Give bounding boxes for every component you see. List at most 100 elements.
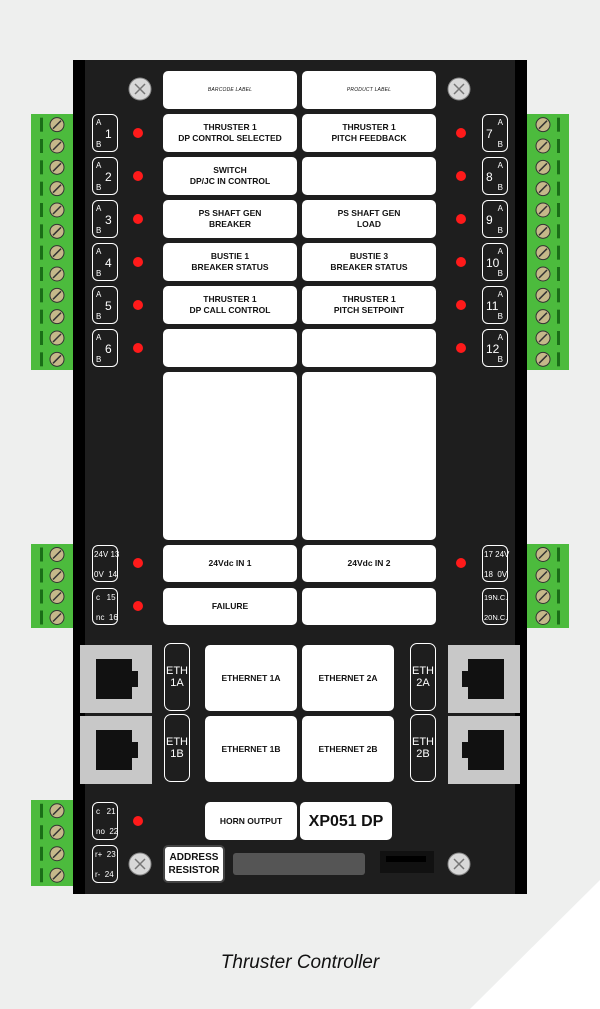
power-terminal-17: 17 24V bbox=[484, 550, 510, 559]
terminal-marker-number: 1 bbox=[105, 127, 112, 141]
ethernet-2a-label: ETHERNET 2A bbox=[302, 645, 394, 711]
terminal-marker-number: 10 bbox=[486, 256, 500, 270]
terminal-screw-slot bbox=[52, 333, 62, 343]
channel-10-led bbox=[456, 257, 466, 267]
eth-1b-tag-line1: ETH bbox=[166, 736, 188, 748]
power-in-2-label: 24Vdc IN 2 bbox=[302, 545, 436, 582]
terminal-screw-slot bbox=[538, 591, 548, 602]
power-in-1-label: 24Vdc IN 1 bbox=[163, 545, 297, 582]
terminal-marker-b: B bbox=[497, 312, 503, 321]
terminal-marker-number: 3 bbox=[105, 213, 112, 227]
terminal-screw-slot bbox=[538, 226, 548, 236]
terminal-marker-a: A bbox=[96, 161, 102, 170]
product-label-text: PRODUCT LABEL bbox=[346, 86, 392, 93]
terminal-block-left-horn-contact bbox=[40, 825, 43, 840]
channel-6-led bbox=[133, 343, 143, 353]
power-terminal-18: 18 0V bbox=[484, 570, 508, 579]
terminal-block-right-io-contact bbox=[557, 203, 560, 217]
terminal-screw-slot bbox=[52, 827, 62, 837]
terminal-block-right-io-contact bbox=[557, 117, 560, 132]
failure-terminal-16: nc 16 bbox=[96, 613, 118, 622]
power-terminal-14: 0V 14 bbox=[94, 570, 118, 579]
channel-1-led bbox=[133, 128, 143, 138]
channel-3-led bbox=[133, 214, 143, 224]
terminal-marker-b: B bbox=[96, 183, 102, 192]
power-in-2-led bbox=[456, 558, 466, 568]
terminal-screw-slot bbox=[538, 312, 548, 322]
mounting-screw-cross bbox=[134, 858, 146, 870]
terminal-screw-slot bbox=[52, 205, 62, 215]
mounting-screw-cross bbox=[453, 83, 465, 95]
terminal-block-left-io-contact bbox=[40, 160, 43, 175]
channel-3-label: PS SHAFT GEN BREAKER bbox=[163, 200, 297, 238]
terminal-screw-slot bbox=[52, 806, 62, 816]
terminal-screw-slot bbox=[52, 612, 62, 623]
terminal-block-right-failure-contact bbox=[557, 589, 560, 604]
terminal-block-right-power-contact bbox=[557, 568, 560, 583]
terminal-marker-b: B bbox=[96, 140, 102, 149]
eth-2a-tag-line1: ETH bbox=[412, 665, 434, 677]
blank-panel-right bbox=[302, 372, 436, 540]
terminal-screw-slot bbox=[538, 205, 548, 215]
rj45-port-1b-socket bbox=[96, 730, 138, 770]
terminal-marker-number: 9 bbox=[486, 213, 493, 227]
terminal-block-left-io-contact bbox=[40, 288, 43, 303]
ethernet-1a-label: ETHERNET 1A bbox=[205, 645, 297, 711]
power-in-1-led bbox=[133, 558, 143, 568]
blank-panel-left bbox=[163, 372, 297, 540]
channel-9-led bbox=[456, 214, 466, 224]
channel-2-led bbox=[133, 171, 143, 181]
eth-2b-tag-line2: 2B bbox=[416, 748, 430, 760]
terminal-block-right-io-contact bbox=[557, 309, 560, 324]
terminal-marker-a: A bbox=[497, 247, 503, 256]
terminal-block-right-io-contact bbox=[557, 224, 560, 239]
terminal-marker-b: B bbox=[497, 140, 503, 149]
terminal-screw-slot bbox=[52, 849, 62, 859]
terminal-marker-a: A bbox=[497, 333, 503, 342]
terminal-screw-slot bbox=[538, 290, 548, 300]
controller-body bbox=[85, 60, 515, 894]
barcode-label-text: BARCODE LABEL bbox=[207, 86, 253, 93]
terminal-block-right-io-contact bbox=[557, 267, 560, 281]
terminal-block-right-power-contact bbox=[557, 547, 560, 562]
mounting-screws bbox=[128, 77, 471, 876]
ethernet-ports bbox=[80, 645, 520, 784]
model-label: XP051 DP bbox=[300, 802, 392, 840]
terminal-screw-slot bbox=[538, 184, 548, 194]
failure-label: FAILURE bbox=[163, 588, 297, 625]
terminal-block-left-io-contact bbox=[40, 224, 43, 239]
terminal-marker-a: A bbox=[96, 204, 102, 213]
channel-7-led bbox=[456, 128, 466, 138]
terminal-block-right-io-contact bbox=[557, 181, 560, 196]
failure-terminal-right: 19N.C. 20N.C. bbox=[482, 588, 508, 625]
eth-1a-tag-line2: 1A bbox=[170, 677, 184, 689]
terminal-block-right-io-contact bbox=[557, 288, 560, 303]
terminal-marker-number: 8 bbox=[486, 170, 493, 184]
terminal-marker-b: B bbox=[497, 183, 503, 192]
resistor-terminal-24: r- 24 bbox=[95, 870, 114, 879]
terminal-marker-number: 7 bbox=[486, 127, 493, 141]
failure-terminal-15: c 15 bbox=[96, 593, 116, 602]
power-terminal-right: 17 24V 18 0V bbox=[482, 545, 510, 582]
channel-9-label: PS SHAFT GEN LOAD bbox=[302, 200, 436, 238]
terminal-marker-b: B bbox=[497, 269, 503, 278]
mounting-screw-cross bbox=[453, 858, 465, 870]
failure-led bbox=[133, 601, 143, 611]
resistor-terminal-23: r+ 23 bbox=[95, 850, 116, 859]
barcode-label: BARCODE LABEL bbox=[163, 71, 297, 109]
terminal-block-left-io-contact bbox=[40, 203, 43, 217]
horn-output-led bbox=[133, 816, 143, 826]
terminal-block-right-io-contact bbox=[557, 352, 560, 367]
channel-6-label bbox=[163, 329, 297, 367]
terminal-block-left-failure-contact bbox=[40, 610, 43, 625]
horn-terminal-box: c 21 no 22 bbox=[92, 802, 118, 840]
